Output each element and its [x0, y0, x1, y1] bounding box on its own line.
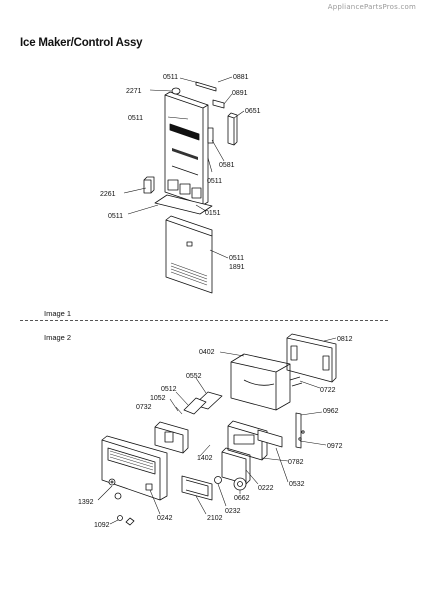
callout-label: 0812	[337, 336, 353, 343]
section-label-image1: Image 1	[44, 309, 72, 318]
callout-label: 0722	[320, 387, 336, 394]
callout-label: 1402	[197, 455, 213, 462]
callout-label: 1891	[229, 264, 245, 271]
callout-label: 2261	[100, 191, 116, 198]
control-housing-drawing	[123, 76, 245, 294]
callout-label: 0962	[323, 408, 339, 415]
callout-label: 2271	[126, 88, 142, 95]
section-label-image2: Image 2	[44, 333, 72, 342]
callout-label: 0511	[207, 178, 222, 185]
page-title: Ice Maker/Control Assy	[20, 37, 143, 49]
callout-label: 0511	[108, 213, 123, 220]
callout-label: 2102	[207, 515, 223, 522]
dispenser-assembly-drawing	[97, 333, 337, 526]
callout-label: 0511	[128, 115, 143, 122]
callout-label: 0881	[233, 74, 249, 81]
callout-label: 0581	[219, 162, 235, 169]
callout-label: 1052	[150, 395, 166, 402]
callout-label: 0151	[205, 210, 221, 217]
callout-label: 0511	[229, 255, 244, 262]
callout-label: 0552	[186, 373, 202, 380]
callout-label: 0222	[258, 485, 274, 492]
callout-label: 0782	[288, 459, 304, 466]
callout-label: 0512	[161, 386, 177, 393]
callout-label: 0651	[245, 108, 261, 115]
section-divider	[20, 320, 388, 321]
callout-label: 1092	[94, 522, 110, 529]
callout-label: 0242	[157, 515, 173, 522]
callout-label: 0891	[232, 90, 248, 97]
callout-label: 0972	[327, 443, 343, 450]
image2-callouts: 0812 0402 0722 0552 0512 1052 0732 0962 …	[78, 336, 353, 529]
callout-label: 0232	[225, 508, 241, 515]
callout-label: 0402	[199, 349, 215, 356]
watermark: AppliancePartsPros.com	[327, 3, 416, 11]
callout-label: 0732	[136, 404, 152, 411]
image1-callouts: 0511 0881 2271 0891 0511 0651 0581 0511 …	[100, 74, 261, 271]
callout-label: 0532	[289, 481, 305, 488]
callout-label: 0511	[163, 74, 178, 81]
callout-label: 0662	[234, 495, 250, 502]
callout-label: 1392	[78, 499, 94, 506]
